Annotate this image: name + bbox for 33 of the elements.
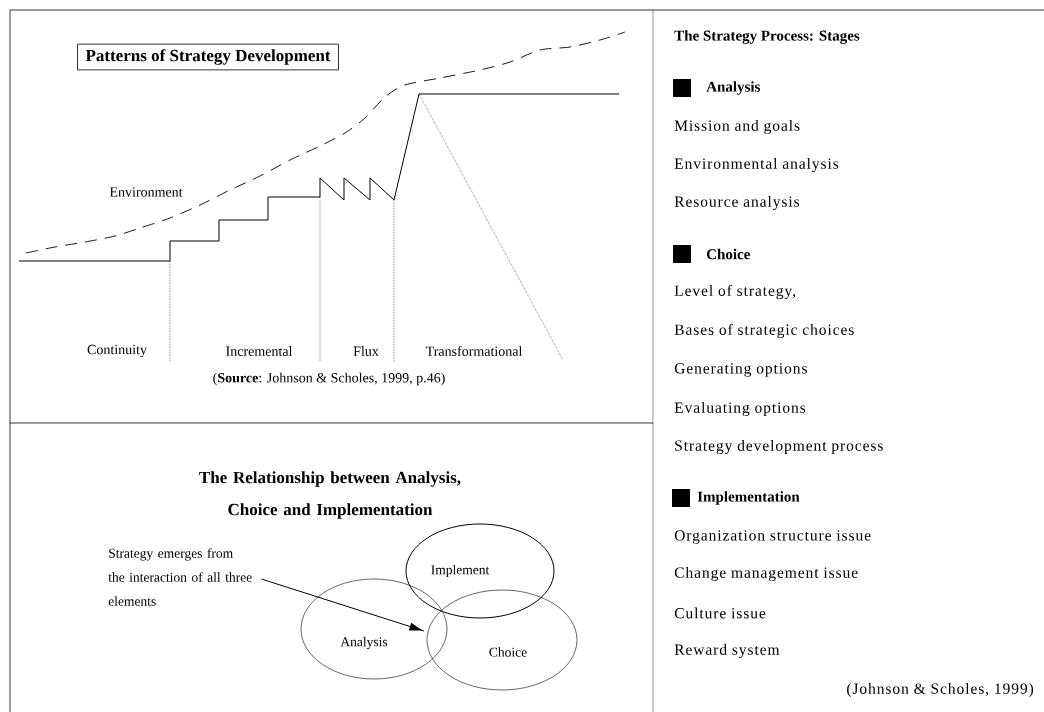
section-heading: The Relationship between Analysis, Choice and Implementation <box>199 471 461 519</box>
phase-label: Flux <box>353 346 379 356</box>
list-item: Strategy development process <box>675 439 883 455</box>
list-item: Bases of strategic choices <box>674 323 854 339</box>
citation: (Johnson & Scholes, 1999) <box>847 682 1034 697</box>
list-item: Reward system <box>674 643 780 659</box>
stage-heading: Implementation <box>672 489 800 507</box>
phase-label: Incremental <box>226 346 293 356</box>
stage-heading: Analysis <box>673 79 760 97</box>
source-note: (Source: Johnson & Scholes, 1999, p.46) <box>213 372 445 386</box>
ellipse <box>300 578 448 680</box>
ellipse-label: Choice <box>489 647 527 657</box>
list-item: Level of strategy, <box>674 284 796 300</box>
list-item: Change management issue <box>674 566 858 582</box>
phase-label: Transformational <box>425 346 523 356</box>
list-item: Mission and goals <box>674 119 800 135</box>
list-item: Resource analysis <box>674 195 800 211</box>
heading: The Strategy Process: Stages <box>674 30 860 44</box>
ellipse-label: Analysis <box>340 636 388 650</box>
list-item: Generating options <box>674 363 807 377</box>
ellipse-label: Implement <box>431 564 490 578</box>
stage-heading: Choice <box>673 245 750 263</box>
list-item: Culture issue <box>674 607 766 619</box>
list-item: Evaluating options <box>674 401 806 417</box>
title-box: Patterns of Strategy Development <box>77 43 339 71</box>
phase-label: Continuity <box>87 344 147 358</box>
callout-text: Strategy emerges from the interaction of all three elements <box>108 548 252 606</box>
list-item: Environmental analysis <box>674 157 839 173</box>
ellipse <box>405 523 555 619</box>
curve-label: Environment <box>109 187 183 197</box>
ellipse <box>426 589 578 691</box>
arrow <box>260 578 425 632</box>
list-item: Organization structure issue <box>674 530 871 544</box>
